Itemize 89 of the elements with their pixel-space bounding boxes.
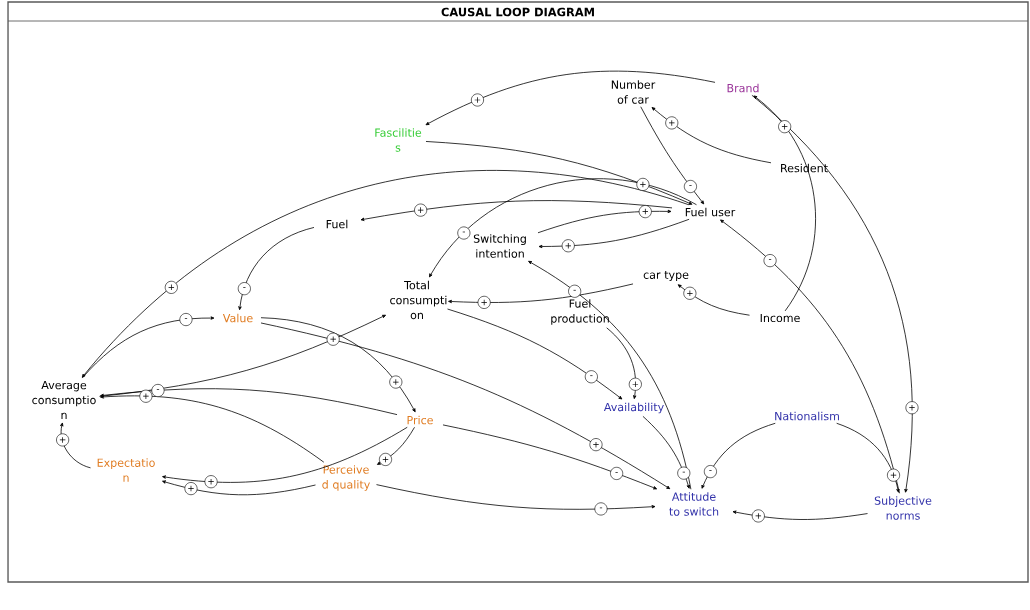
polarity-sign: - [151, 384, 165, 397]
variable-label: Value [222, 313, 253, 323]
arrow [376, 484, 656, 510]
arrow [448, 283, 634, 304]
polarity-sign: + [683, 286, 697, 300]
variable-label: Price [407, 415, 433, 425]
variable-label: Average consumptio n [32, 381, 96, 419]
polarity-sign: - [703, 465, 717, 479]
arrow [447, 308, 623, 400]
arrow [162, 426, 408, 483]
polarity-sign: + [164, 280, 178, 294]
variable-label: Resident [781, 163, 828, 173]
arrow [162, 480, 316, 496]
polarity-sign: - [237, 282, 251, 296]
polarity-sign: - [684, 180, 697, 193]
arrow [81, 316, 215, 379]
variable-label: Attitude to switch [669, 492, 719, 516]
variable-label: Availability [603, 402, 664, 414]
arrow [442, 424, 658, 490]
variable-label: Subjective norms [874, 496, 932, 520]
polarity-sign: + [471, 93, 484, 107]
polarity-sign: - [457, 226, 471, 240]
polarity-sign: + [561, 239, 575, 253]
arrow [701, 422, 776, 489]
polarity-sign: + [139, 389, 153, 403]
polarity-sign: + [638, 205, 652, 219]
polarity-sign: + [628, 377, 642, 391]
arrow [836, 422, 900, 493]
polarity-sign: - [610, 466, 624, 480]
polarity-sign: + [326, 332, 340, 346]
arrow [81, 170, 690, 378]
arrow [360, 200, 673, 221]
polarity-sign: + [589, 438, 603, 452]
polarity-sign: + [184, 482, 198, 496]
polarity-sign: + [887, 468, 900, 482]
variable-label: Fuel [326, 219, 348, 229]
arrow [425, 70, 716, 126]
variable-label: Fuel user [685, 207, 736, 217]
arrow [425, 141, 693, 205]
variable-label: Brand [727, 83, 759, 93]
arrow [720, 219, 900, 494]
polarity-sign: + [389, 375, 403, 389]
variable-label: Expectatio n [97, 458, 155, 482]
polarity-sign: - [677, 466, 691, 480]
polarity-sign: + [778, 120, 792, 134]
arrow [537, 209, 672, 234]
polarity-sign: + [665, 116, 679, 130]
variable-label: Switching intention [473, 234, 526, 258]
polarity-sign: + [477, 295, 491, 309]
variable-label: car type [643, 270, 689, 282]
polarity-sign: + [636, 177, 650, 191]
arrow [377, 426, 415, 465]
arrow [640, 106, 705, 205]
variable-label: Total consumpti on [390, 280, 447, 320]
variable-label: Fascilitie s [375, 128, 422, 152]
arrow [753, 95, 816, 312]
polarity-sign: + [379, 453, 392, 466]
arrow [528, 260, 692, 490]
arrow [260, 317, 416, 413]
variable-label: Nationalism [775, 411, 839, 421]
variable-label: Perceive d quality [322, 465, 370, 491]
arrow [100, 388, 398, 415]
arrow [238, 227, 315, 311]
diagram-title: CAUSAL LOOP DIAGRAM [441, 7, 594, 17]
polarity-sign: - [584, 370, 598, 384]
polarity-sign: - [763, 254, 777, 268]
arrow [100, 395, 325, 463]
variable-label: Fuel production [551, 299, 609, 325]
arrow [538, 218, 690, 249]
variable-label: Number of car [611, 80, 656, 104]
arrow [429, 178, 697, 278]
polarity-sign: + [56, 433, 70, 447]
polarity-sign: + [414, 203, 428, 217]
arrow [732, 510, 868, 520]
polarity-sign: - [568, 284, 582, 298]
arrow [642, 415, 690, 489]
polarity-sign: + [905, 401, 919, 415]
polarity-sign: - [179, 313, 193, 326]
polarity-sign: + [204, 475, 218, 489]
arrow [751, 94, 913, 493]
polarity-sign: - [594, 502, 608, 516]
arrow [60, 422, 91, 469]
arrow [260, 322, 671, 490]
arrow [99, 314, 386, 397]
polarity-sign: + [751, 509, 765, 523]
arrow [606, 327, 637, 400]
arrow [651, 107, 772, 164]
arrow [677, 284, 750, 316]
variable-label: Income [760, 313, 800, 323]
